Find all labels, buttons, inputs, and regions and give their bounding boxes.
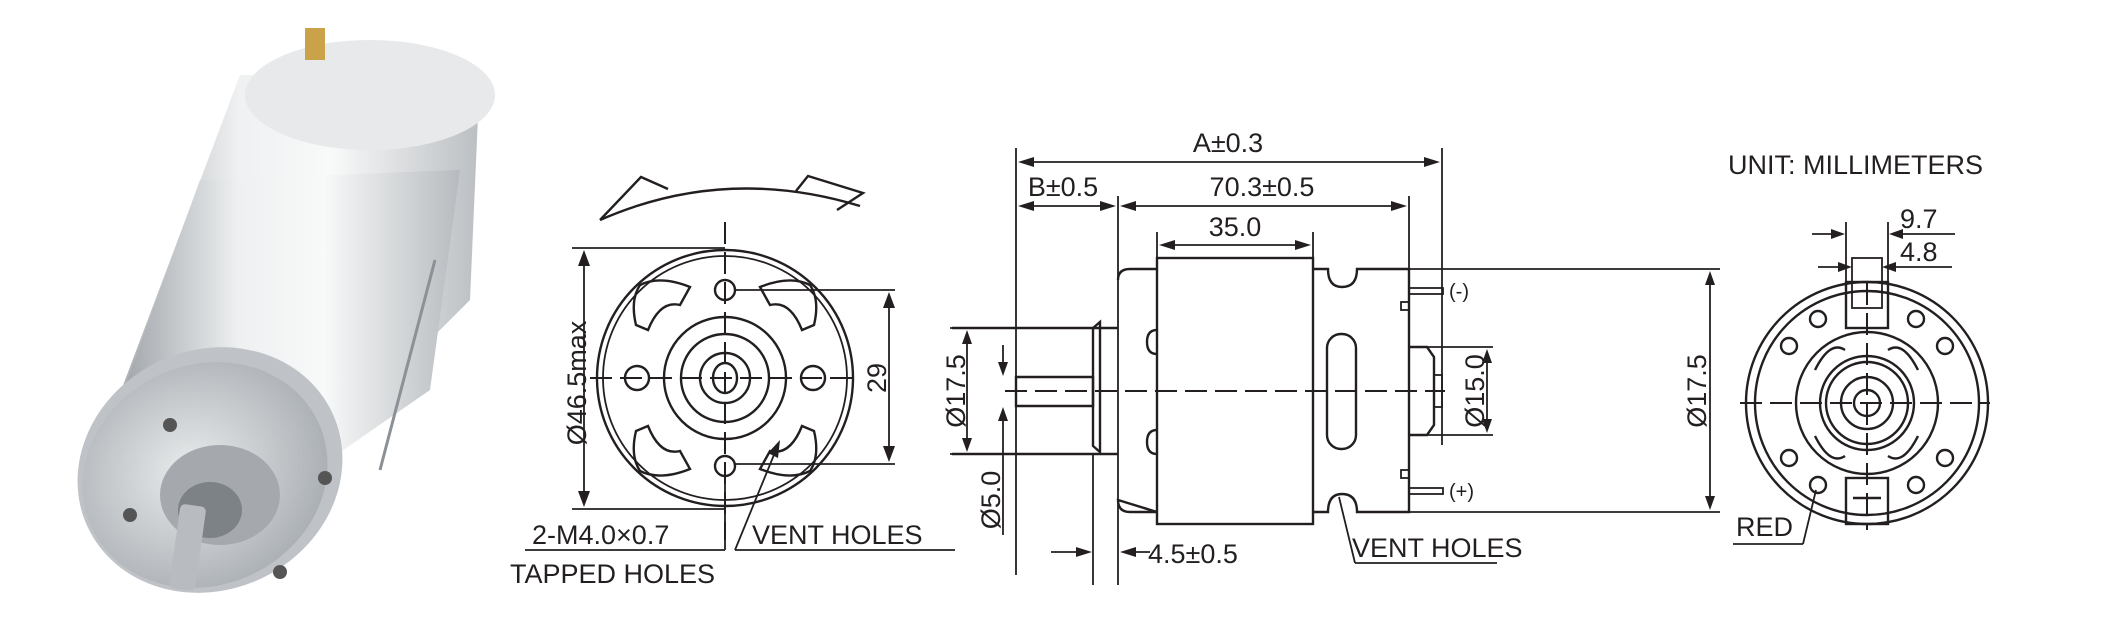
tapped-holes-label: TAPPED HOLES — [510, 559, 715, 589]
terminal-negative-label: (-) — [1449, 281, 1469, 303]
side-vent-holes-label: VENT HOLES — [1352, 533, 1523, 563]
front-view: Ø46.5max 29 2-M4.0×0.7 TAPPED HOLES VENT… — [510, 174, 955, 589]
red-marker-label: RED — [1736, 512, 1793, 542]
body-length-label: 70.3±0.5 — [1210, 172, 1315, 202]
boss-diameter-label: Ø17.5 — [941, 354, 971, 428]
terminal-width-outer-label: 9.7 — [1900, 204, 1938, 234]
side-view: A±0.3 B±0.5 70.3±0.5 35.0 Ø17.5 Ø5.0 4.5… — [941, 128, 1720, 585]
front-diameter-label: Ø46.5max — [562, 320, 592, 445]
rear-view: UNIT: MILLIMETERS 9.7 4.8 RED — [1728, 150, 1990, 545]
tapped-holes-spec: 2-M4.0×0.7 — [532, 520, 669, 550]
unit-label: UNIT: MILLIMETERS — [1728, 150, 1983, 180]
rear-diameter-label: Ø17.5 — [1682, 354, 1712, 428]
hole-spacing-label: 29 — [862, 363, 892, 393]
shaft-length-label: B±0.5 — [1028, 172, 1098, 202]
terminal-tab — [305, 28, 325, 60]
motor-photo — [77, 28, 495, 593]
shaft-diameter-label: Ø5.0 — [976, 471, 1006, 530]
overall-length-label: A±0.3 — [1193, 128, 1263, 158]
front-vent-holes-label: VENT HOLES — [752, 520, 923, 550]
terminal-positive-label: (+) — [1449, 481, 1474, 503]
terminal-width-inner-label: 4.8 — [1900, 237, 1938, 267]
band-length-label: 35.0 — [1209, 212, 1262, 242]
flange-thickness-label: 4.5±0.5 — [1148, 539, 1238, 569]
rear-boss-diameter-label: Ø15.0 — [1460, 354, 1490, 428]
shaft — [169, 504, 206, 591]
